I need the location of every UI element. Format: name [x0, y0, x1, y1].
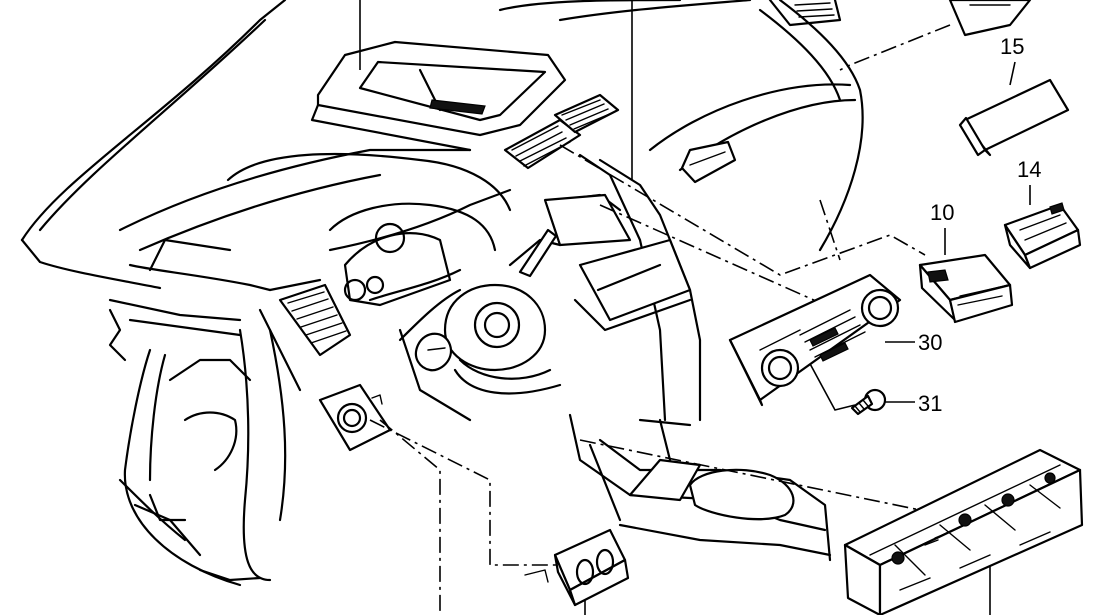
center-console: [568, 413, 832, 562]
part-10-switch: [918, 253, 1014, 324]
part-30-climate-control: [728, 273, 902, 407]
callout-10: 10: [930, 200, 954, 225]
switch-panel-bottom-right: [843, 448, 1084, 615]
dashboard-assembly: [20, 0, 864, 587]
radio-slot: [543, 193, 692, 332]
left-vent: [258, 278, 352, 392]
callout-30: 30: [918, 330, 942, 355]
callout-15: 15: [1000, 34, 1024, 59]
top-right-part: [948, 0, 1032, 37]
part-31-screw: [850, 388, 887, 416]
headlight-switch: [318, 383, 392, 452]
part-15-switch-blank: [958, 78, 1070, 157]
steering-column: [398, 228, 562, 395]
callout-14: 14: [1017, 157, 1041, 182]
leader-lines: [359, 0, 1031, 615]
callout-31: 31: [918, 391, 942, 416]
top-right-vent: [794, 2, 835, 18]
instrument-cluster: [226, 152, 512, 307]
bottom-center-switch: [524, 528, 630, 607]
part-14-switch: [1003, 202, 1082, 270]
callout-labels: 15 14 10 30 31: [918, 34, 1041, 416]
center-vents: [503, 93, 620, 170]
light-switch-area: [398, 328, 472, 422]
